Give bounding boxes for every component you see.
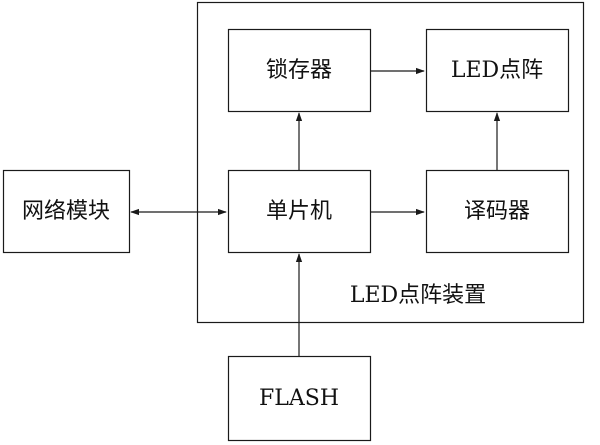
- led-matrix-label: LED点阵: [451, 58, 543, 83]
- network-module-label: 网络模块: [22, 199, 110, 224]
- mcu-label: 单片机: [266, 199, 332, 224]
- container-label: LED点阵装置: [350, 283, 486, 308]
- network-module-block: 网络模块: [2, 169, 131, 254]
- latch-block: 锁存器: [227, 28, 372, 113]
- mcu-block: 单片机: [227, 169, 372, 254]
- flash-block: FLASH: [227, 355, 372, 442]
- led-matrix-device-container: [196, 1, 585, 324]
- flash-label: FLASH: [259, 386, 339, 411]
- latch-label: 锁存器: [266, 58, 332, 83]
- decoder-block: 译码器: [425, 169, 570, 254]
- led-matrix-block: LED点阵: [425, 28, 570, 113]
- decoder-label: 译码器: [464, 199, 530, 224]
